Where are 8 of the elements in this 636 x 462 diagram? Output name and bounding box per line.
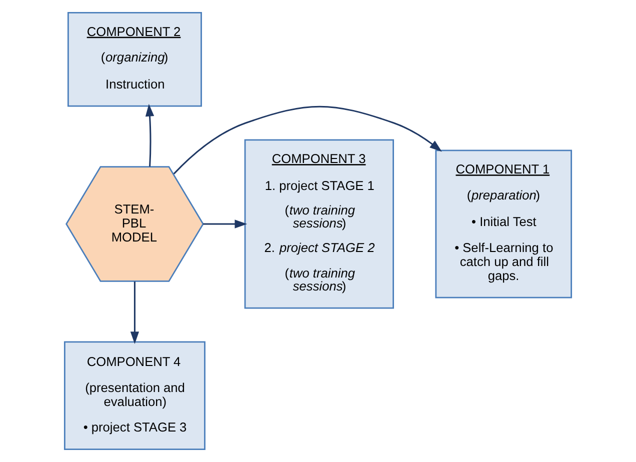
arrow bbox=[203, 220, 248, 228]
node-box: COMPONENT 3 1. project STAGE 1 (two training sessions) 2. project STAGE 2 (two training sessions) bbox=[244, 139, 394, 309]
node-box: COMPONENT 4 (presentation and evaluation) • project STAGE 3 bbox=[64, 341, 206, 450]
arrow bbox=[173, 106, 442, 174]
node-box: COMPONENT 2 (organizing) Instruction bbox=[67, 12, 202, 107]
arrow bbox=[145, 104, 154, 167]
node-box: COMPONENT 1 (preparation) • Initial Test • Self-Learning to catch up and fill gaps. bbox=[435, 150, 572, 298]
arrow bbox=[130, 282, 140, 344]
